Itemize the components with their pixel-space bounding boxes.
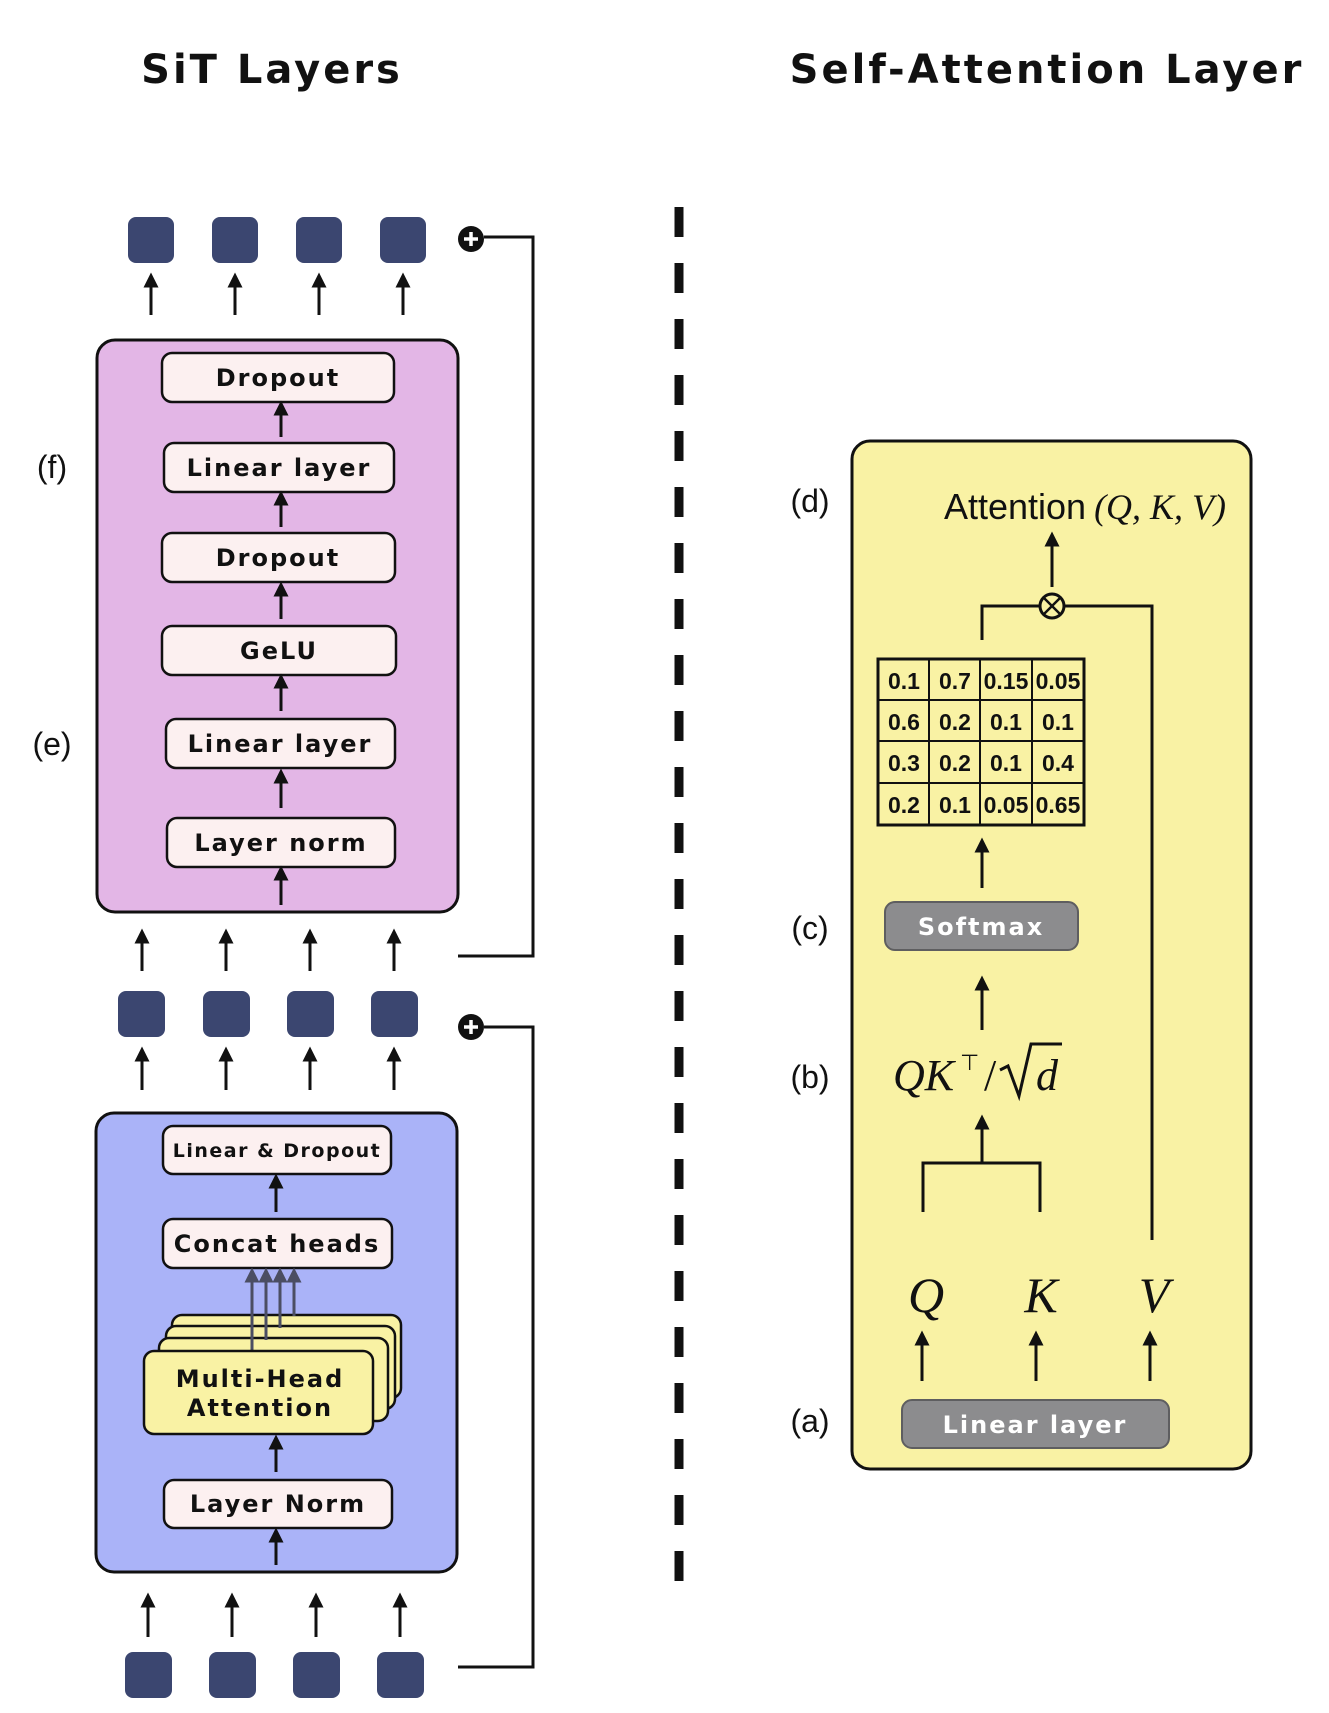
token: [209, 1652, 256, 1698]
linear-layer-label: Linear layer: [187, 454, 372, 482]
head-arrows: [244, 1267, 302, 1352]
matrix-cell: 0.15: [984, 668, 1029, 694]
dropout-label: Dropout: [216, 364, 340, 392]
linear-dropout-label: Linear & Dropout: [173, 1140, 381, 1162]
token: [377, 1652, 424, 1698]
label-e: (e): [32, 726, 71, 762]
self-attention-title: Self-Attention Layer: [790, 47, 1305, 93]
matrix-cell: 0.05: [1036, 668, 1081, 694]
attention-matrix: 0.1 0.7 0.15 0.05 0.6 0.2 0.1 0.1 0.3 0.…: [876, 657, 1086, 827]
matrix-cell: 0.65: [1036, 792, 1081, 818]
matrix-cell: 0.2: [888, 792, 920, 818]
token: [128, 217, 174, 263]
token: [203, 991, 250, 1037]
matrix-cell: 0.1: [990, 709, 1022, 735]
token: [371, 991, 418, 1037]
layer-norm-label: Layer Norm: [190, 1490, 366, 1518]
matrix-cell: 0.6: [888, 709, 920, 735]
input-arrows: [140, 1592, 408, 1637]
matrix-cell: 0.1: [939, 792, 971, 818]
token: [287, 991, 334, 1037]
dropout-label: Dropout: [216, 544, 340, 572]
formula-transpose: ⊤: [960, 1051, 979, 1076]
formula-d: d: [1036, 1051, 1059, 1100]
qkv-arrows: [914, 1330, 1158, 1381]
middle-tokens: [118, 991, 418, 1037]
formula-qk: QK: [893, 1051, 957, 1100]
layer-norm-label: Layer norm: [194, 829, 367, 857]
attention-args: (Q, K, V): [1094, 487, 1226, 527]
multiply-connection: [980, 604, 1154, 1240]
matrix-cell: 0.1: [1042, 709, 1074, 735]
sqrt-icon: [999, 1042, 1062, 1102]
concat-heads-label: Concat heads: [174, 1230, 380, 1258]
q-symbol: Q: [908, 1267, 944, 1323]
multi-head-attention-box: [142, 1349, 375, 1436]
matrix-cell: 0.2: [939, 750, 971, 776]
output-tokens: [128, 217, 426, 263]
token: [212, 217, 258, 263]
attention-output-label: Attention(Q, K, V): [944, 486, 1226, 527]
mha-label-line2: Attention: [187, 1394, 333, 1422]
linear-layer-box: [164, 717, 397, 770]
matrix-cell: 0.05: [984, 792, 1029, 818]
label-d: (d): [790, 483, 829, 519]
token: [125, 1652, 172, 1698]
token: [118, 991, 165, 1037]
gelu-label: GeLU: [240, 637, 318, 665]
sit-layers-title: SiT Layers: [141, 47, 403, 93]
linear-layer-box: [901, 1399, 1170, 1449]
attention-word: Attention: [944, 486, 1086, 527]
softmax-box: [884, 901, 1079, 951]
token: [293, 1652, 340, 1698]
softmax-label: Softmax: [918, 913, 1044, 941]
v-symbol: V: [1139, 1267, 1175, 1323]
matrix-cell: 0.7: [939, 668, 971, 694]
input-tokens: [125, 1652, 424, 1698]
matrix-cell: 0.3: [888, 750, 920, 776]
mha-label-line1: Multi-Head: [176, 1365, 345, 1393]
mid-arrows-upper: [134, 928, 402, 971]
scaled-dot-product-formula: QK ⊤ / d: [893, 1042, 1062, 1102]
label-b: (b): [790, 1059, 829, 1095]
residual-connection: [458, 1025, 535, 1669]
formula-slash: /: [984, 1051, 997, 1100]
residual-add-icon: [458, 1014, 535, 1669]
label-a: (a): [790, 1403, 829, 1439]
token: [380, 217, 426, 263]
matrix-cell: 0.1: [888, 668, 920, 694]
residual-add-icon: [458, 226, 535, 958]
matrix-cell: 0.4: [1042, 750, 1074, 776]
label-c: (c): [791, 910, 828, 946]
output-arrows: [143, 272, 411, 315]
label-f: (f): [37, 449, 67, 485]
matrix-cell: 0.2: [939, 709, 971, 735]
qk-connection: [921, 1161, 1042, 1212]
matrix-cell: 0.1: [990, 750, 1022, 776]
k-symbol: K: [1023, 1267, 1060, 1323]
mid-arrows-lower: [134, 1046, 402, 1090]
token: [296, 217, 342, 263]
linear-layer-label: Linear layer: [188, 730, 373, 758]
linear-layer-label: Linear layer: [943, 1411, 1128, 1439]
residual-connection: [458, 235, 535, 958]
multiply-icon: [1038, 592, 1066, 620]
